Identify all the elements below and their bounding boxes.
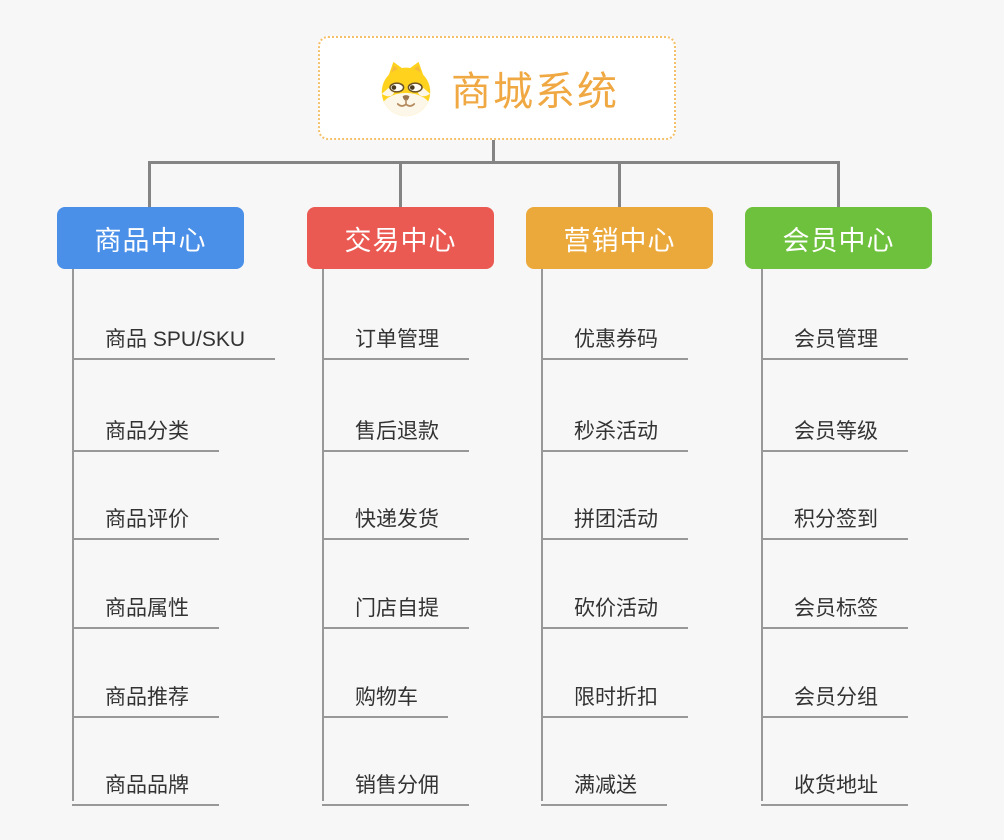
branch-node-marketing-center[interactable]: 营销中心 (526, 207, 713, 269)
leaf-item[interactable]: 商品品牌 (72, 755, 219, 806)
leaf-item[interactable]: 会员标签 (761, 578, 908, 629)
leaf-item[interactable]: 门店自提 (322, 578, 469, 629)
leaf-item[interactable]: 商品 SPU/SKU (72, 309, 276, 360)
branch-child-line (761, 269, 763, 801)
leaf-item[interactable]: 收货地址 (761, 755, 908, 806)
leaf-item[interactable]: 秒杀活动 (541, 401, 688, 452)
branch-label: 交易中心 (344, 225, 457, 256)
leaf-item[interactable]: 满减送 (541, 755, 667, 806)
branch-label: 营销中心 (563, 225, 676, 256)
connector-drop-line (148, 161, 151, 207)
leaf-item[interactable]: 积分签到 (761, 489, 908, 540)
branch-label: 会员中心 (782, 225, 895, 256)
branch-node-trade-center[interactable]: 交易中心 (307, 207, 494, 269)
connector-drop-line (837, 161, 840, 207)
leaf-item[interactable]: 会员等级 (761, 401, 908, 452)
branch-node-product-center[interactable]: 商品中心 (57, 207, 244, 269)
leaf-item[interactable]: 会员管理 (761, 309, 908, 360)
connector-drop-line (399, 161, 402, 207)
leaf-item[interactable]: 订单管理 (322, 309, 469, 360)
leaf-item[interactable]: 砍价活动 (541, 578, 688, 629)
shiba-dog-icon (375, 57, 437, 119)
connector-drop-line (618, 161, 621, 207)
branch-child-line (72, 269, 74, 801)
branch-node-member-center[interactable]: 会员中心 (745, 207, 932, 269)
leaf-item[interactable]: 商品推荐 (72, 667, 219, 718)
leaf-item[interactable]: 限时折扣 (541, 667, 688, 718)
leaf-item[interactable]: 会员分组 (761, 667, 908, 718)
leaf-item[interactable]: 购物车 (322, 667, 448, 718)
leaf-item[interactable]: 快递发货 (322, 489, 469, 540)
branch-child-line (541, 269, 543, 801)
leaf-item[interactable]: 商品属性 (72, 578, 219, 629)
root-node[interactable]: 商城系统 (318, 36, 676, 140)
branch-label: 商品中心 (94, 225, 207, 256)
leaf-item[interactable]: 商品分类 (72, 401, 219, 452)
branch-connector-bar (148, 161, 840, 164)
leaf-item[interactable]: 售后退款 (322, 401, 469, 452)
leaf-item[interactable]: 拼团活动 (541, 489, 688, 540)
leaf-item[interactable]: 销售分佣 (322, 755, 469, 806)
root-connector-line (492, 140, 495, 164)
leaf-item[interactable]: 优惠券码 (541, 309, 688, 360)
leaf-item[interactable]: 商品评价 (72, 489, 219, 540)
branch-child-line (322, 269, 324, 801)
root-title: 商城系统 (451, 70, 619, 114)
